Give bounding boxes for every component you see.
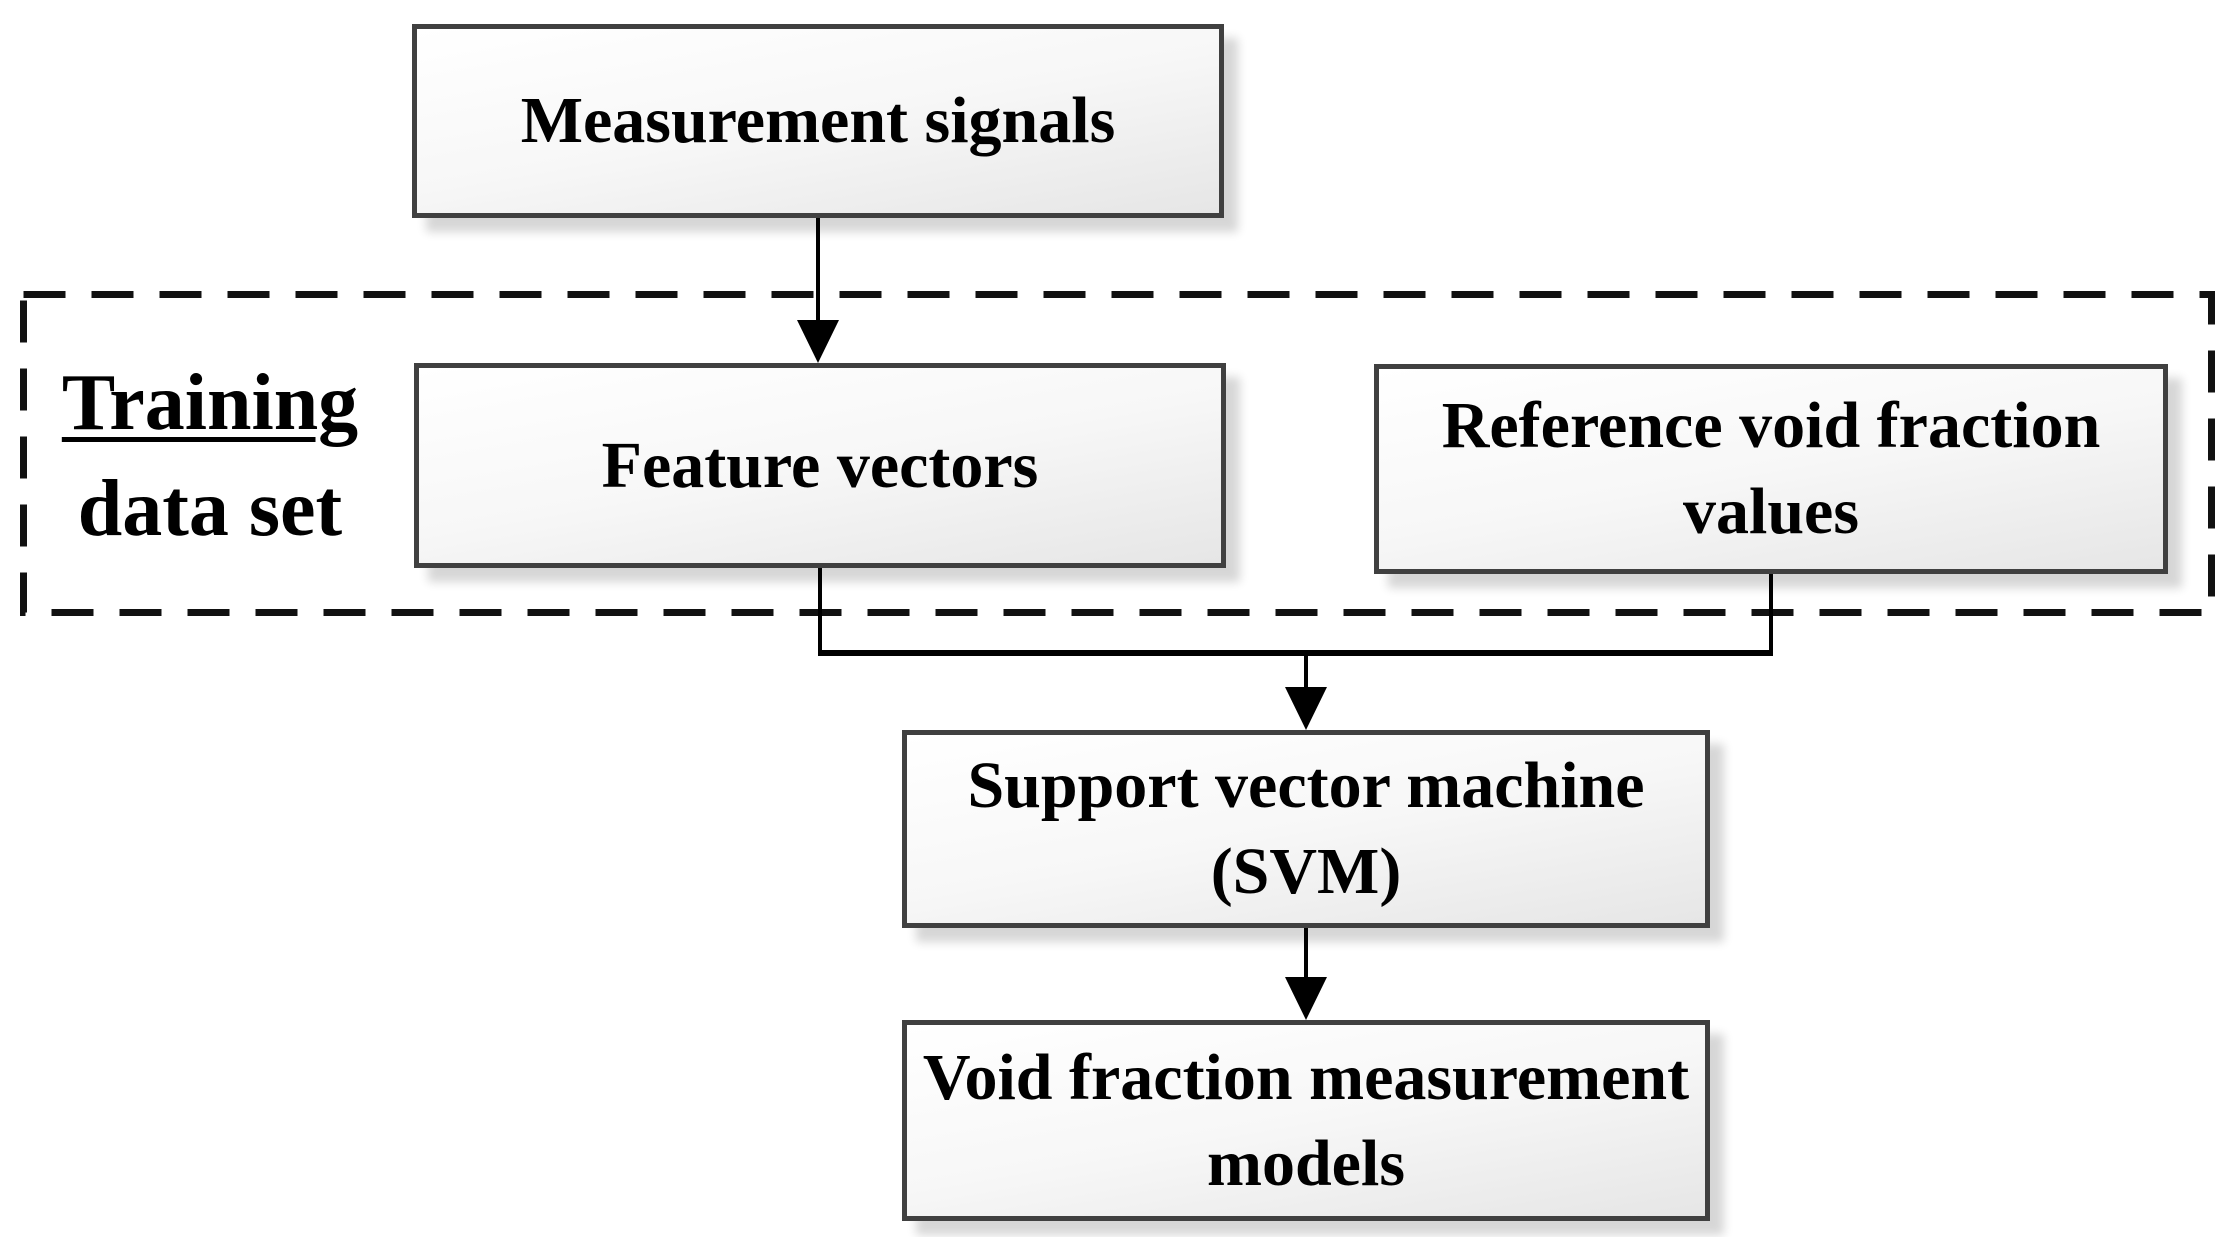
node-label-line1: Support vector machine [967, 749, 1645, 823]
node-label-line2: (SVM) [1210, 835, 1402, 908]
arrow-merge-to-svm [1285, 653, 1327, 730]
arrow-svm-to-models [1285, 928, 1327, 1020]
training-data-set-outline [20, 291, 2215, 616]
node-reference-void-fraction-values: Reference void fraction values [1374, 364, 2168, 574]
node-label-line1: Void fraction measurement [922, 1040, 1690, 1114]
node-label-line2: values [1682, 475, 1860, 548]
node-void-fraction-measurement-models: Void fraction measurement models [902, 1020, 1710, 1221]
node-label-line1: Reference void fraction [1441, 389, 2101, 463]
arrow-measurement-to-feature [797, 218, 839, 363]
node-label-line2: models [1207, 1126, 1405, 1200]
node-label: Measurement signals [520, 84, 1116, 158]
node-feature-vectors: Feature vectors [414, 363, 1226, 568]
training-label-line2: data set [77, 465, 343, 554]
node-support-vector-machine: Support vector machine (SVM) [902, 730, 1710, 928]
training-label-line1: Training [61, 359, 359, 447]
node-label: Feature vectors [601, 428, 1039, 502]
node-measurement-signals: Measurement signals [412, 24, 1224, 218]
training-data-set-label: Training data set [35, 350, 385, 563]
